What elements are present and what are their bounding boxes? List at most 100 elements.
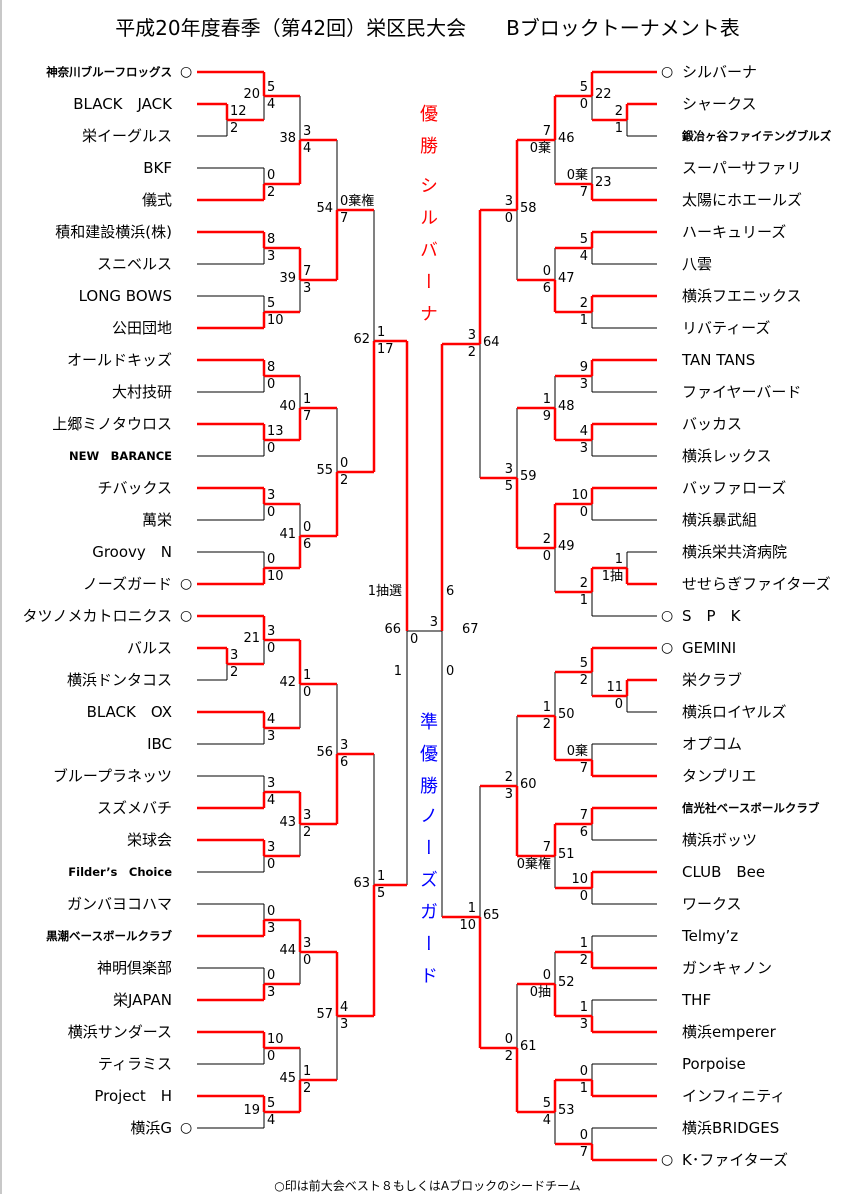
team-name: 横浜サンダース [67,1023,172,1041]
score: 2 [504,770,513,785]
score: 10 [571,488,588,503]
score: 3 [303,808,312,823]
score: 1 [377,325,386,340]
score: 7 [579,761,588,776]
score: 6 [340,755,349,770]
score: 3 [340,738,349,753]
team-name: 鍛冶ヶ谷ファイテングブルズ [682,129,832,143]
score: 0抽 [529,985,551,1000]
team-name: 公田団地 [111,319,172,337]
score: 7 [303,409,312,424]
team-name: ファイヤーバード [682,383,802,401]
match-number: 41 [279,527,296,542]
score: 1 [579,593,588,608]
score: 3 [267,488,276,503]
score: 7 [303,264,312,279]
score: 1 [542,700,551,715]
score: 1 [614,552,623,567]
score: 0 [267,505,276,520]
match-number: 23 [595,175,612,190]
match-number: 46 [558,131,575,146]
team-name: Project H [94,1087,172,1105]
score: 2 [542,532,551,547]
match-number: 52 [558,975,575,990]
score: 9 [579,360,588,375]
footnote: ○印は前大会ベスト８もしくはAブロックのシードチーム [274,1179,581,1193]
score: 3 [267,985,276,1000]
score: 8 [267,360,276,375]
score: 17 [377,342,394,357]
team-name: BLACK OX [86,703,172,721]
match-number: 60 [520,777,537,792]
team-name: Groovy N [92,543,172,561]
seed-marker-icon: ○ [661,640,674,656]
score: 0 [267,441,276,456]
team-name: ハーキュリーズ [682,223,787,241]
champion-name: シルバーナ [417,176,438,336]
score: 3 [267,729,276,744]
score: 0 [579,505,588,520]
score: 1 [614,121,623,136]
score: 7 [579,808,588,823]
team-name: 横浜BRIDGES [682,1119,780,1137]
score: 2 [579,953,588,968]
match-number: 38 [279,131,296,146]
score: 7 [579,185,588,200]
team-name: スニベルス [96,255,172,273]
team-name: 横浜レックス [682,447,772,465]
team-name: タツノメカトロニクス [22,607,172,625]
score: 3 [267,249,276,264]
match-number: 21 [243,631,260,646]
team-name: インフィニティ [682,1087,786,1105]
team-name: 八雲 [682,255,713,273]
team-name: 積和建設横浜(株) [55,223,172,241]
match-number: 47 [558,271,575,286]
team-name: 栄イーグルス [81,127,172,145]
team-name: 横浜ドンタコス [66,671,172,689]
score: 1 [377,869,386,884]
score: 3 [579,1017,588,1032]
score: 0 [446,664,455,679]
match-number: 44 [279,943,296,958]
team-name: 萬栄 [141,511,172,529]
team-name: 横浜ロイヤルズ [682,703,787,721]
score: 13 [267,424,284,439]
team-name: 栄クラブ [682,671,743,689]
team-name: 横浜フエニックス [682,287,802,305]
score: 2 [579,296,588,311]
score: 2 [230,665,239,680]
team-name: 横浜ボッツ [682,831,758,849]
score: 0 [504,211,513,226]
team-name: GEMINI [682,639,737,657]
seed-marker-icon: ○ [661,1152,674,1168]
score: 0 [303,685,312,700]
runner-up-name: ノーズガード [417,806,438,998]
team-name: 横浜栄共済病院 [682,543,788,561]
final-score-left: 0 [410,632,419,647]
team-name: 神明倶楽部 [96,959,172,977]
team-name: BKF [143,159,172,177]
score: 2 [467,345,476,360]
score: 0 [504,1032,513,1047]
match-number: 67 [462,622,479,637]
team-name: スーパーサファリ [682,159,802,177]
runner-up-label: 準優勝 [417,712,438,808]
seed-marker-icon: ○ [661,608,674,624]
seed-marker-icon: ○ [661,64,674,80]
score: 1 [579,1081,588,1096]
score: 0 [579,1064,588,1079]
match-number: 59 [520,469,537,484]
team-name: タンプリエ [682,767,757,785]
score: 3 [579,441,588,456]
score: 9 [542,409,551,424]
score: 1 [303,392,312,407]
score: 3 [303,936,312,951]
match-number: 40 [279,399,296,414]
score: 7 [542,124,551,139]
match-number: 51 [558,847,575,862]
score: 10 [571,872,588,887]
score: 0 [267,377,276,392]
score: 3 [267,624,276,639]
score: 1抽選 [367,584,402,599]
score: 0 [579,1128,588,1143]
